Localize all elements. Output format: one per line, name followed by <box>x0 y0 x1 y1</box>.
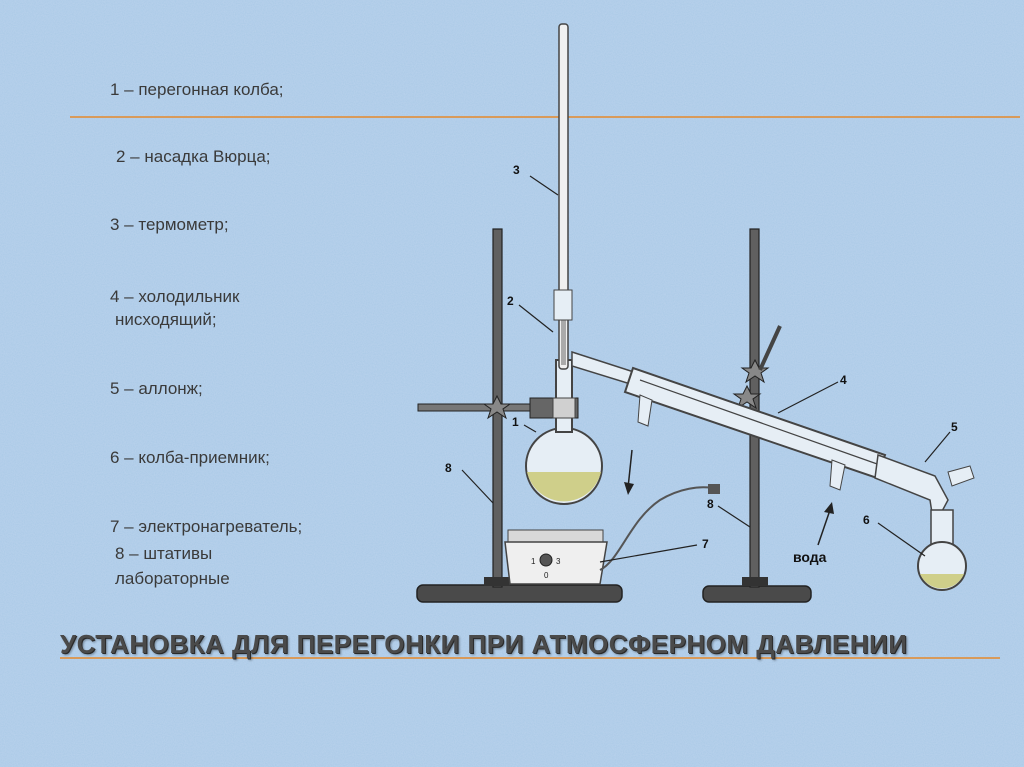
electric-heater <box>504 541 608 585</box>
label-water: вода <box>793 549 827 565</box>
legend-item-4-line2: нисходящий; <box>115 310 217 329</box>
legend-item-8-line1: 8 – штативы <box>115 544 213 563</box>
stand-foot-left <box>484 577 510 586</box>
bottom-rule <box>60 657 1000 659</box>
legend-item-1: 1 – перегонная колба; <box>110 80 284 99</box>
stand-base-left <box>416 584 623 603</box>
power-cord <box>599 486 713 571</box>
label-2: 2 <box>507 294 514 308</box>
flask-liquid <box>527 472 601 502</box>
heater-dial-bottom: 0 <box>544 571 549 580</box>
label-8-left: 8 <box>445 461 452 475</box>
label-6: 6 <box>863 513 870 527</box>
heater-plate <box>507 529 604 543</box>
label-4: 4 <box>840 373 847 387</box>
legend-item-6: 6 – колба-приемник; <box>110 448 270 467</box>
clamp-star-left <box>482 394 512 420</box>
label-7: 7 <box>702 537 709 551</box>
legend-item-3: 3 – термометр; <box>110 215 229 234</box>
top-rule <box>70 116 1020 118</box>
heater-dial-right: 3 <box>556 557 561 566</box>
slide-title: УСТАНОВКА ДЛЯ ПЕРЕГОНКИ ПРИ АТМОСФЕРНОМ … <box>60 629 908 659</box>
clamp-star-right-2 <box>732 384 762 410</box>
label-8-right: 8 <box>707 497 714 511</box>
legend-item-7: 7 – электронагреватель; <box>110 517 303 536</box>
label-5: 5 <box>951 420 958 434</box>
legend-item-4-line1: 4 – холодильник <box>110 287 240 306</box>
label-1: 1 <box>512 415 519 429</box>
legend-item-2: 2 – насадка Вюрца; <box>116 147 271 166</box>
stand-base-right <box>702 585 812 603</box>
clamp-star-right <box>740 358 770 384</box>
label-3: 3 <box>513 163 520 177</box>
stand-foot-right <box>742 577 768 586</box>
legend-item-8-line2: лабораторные <box>115 569 230 588</box>
thermometer <box>558 23 569 370</box>
legend-item-5: 5 – аллонж; <box>110 379 203 398</box>
adapter <box>874 453 949 516</box>
heater-dial-left: 1 <box>531 557 536 566</box>
